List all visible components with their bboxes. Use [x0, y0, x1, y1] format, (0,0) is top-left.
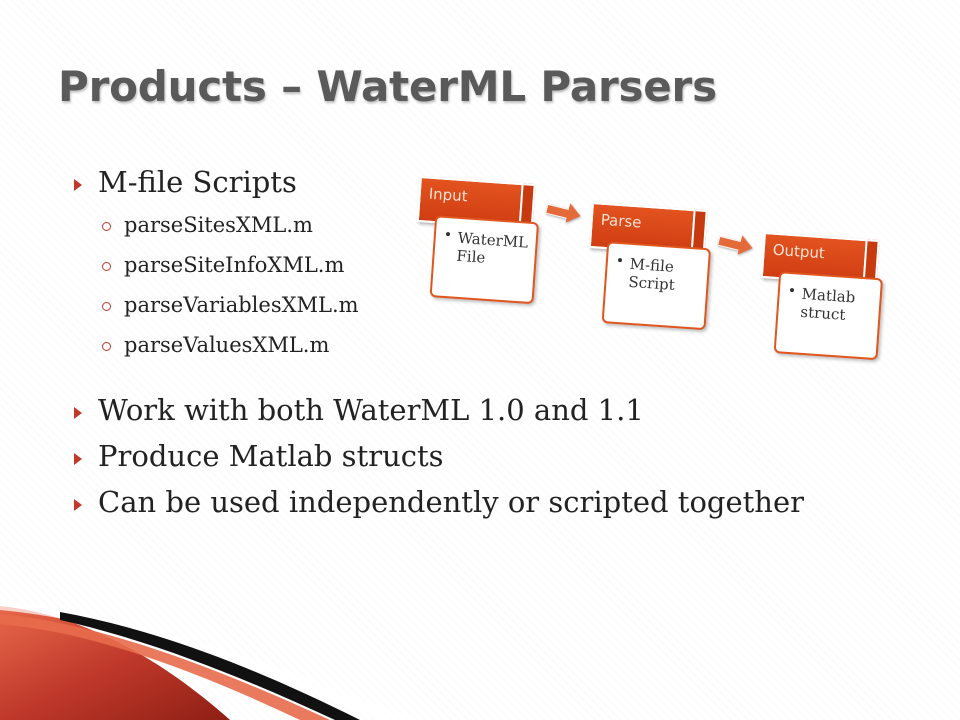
bullet-text: Produce Matlab structs [98, 439, 444, 473]
circle-bullet-icon [102, 262, 111, 271]
bullet-list: M-file Scripts parseSitesXML.m parseSite… [72, 165, 892, 519]
sub-bullet-text: parseSiteInfoXML.m [124, 253, 345, 277]
bullet-item: Work with both WaterML 1.0 and 1.1 [72, 393, 892, 427]
sub-bullet-text: parseValuesXML.m [124, 333, 330, 357]
bullet-item: Produce Matlab structs [72, 439, 892, 473]
bullet-arrow-icon [74, 453, 82, 465]
circle-bullet-icon [102, 342, 111, 351]
bullet-text: Work with both WaterML 1.0 and 1.1 [98, 393, 644, 427]
circle-bullet-icon [102, 302, 111, 311]
sub-bullet-list: parseSitesXML.m parseSiteInfoXML.m parse… [72, 205, 892, 365]
circle-bullet-icon [102, 222, 111, 231]
bullet-item: M-file Scripts [72, 165, 892, 199]
sub-bullet-item: parseVariablesXML.m [100, 285, 892, 325]
sub-bullet-item: parseSiteInfoXML.m [100, 245, 892, 285]
bullet-text: M-file Scripts [98, 165, 297, 199]
sub-bullet-text: parseVariablesXML.m [124, 293, 359, 317]
slide-title: Products – WaterML Parsers [58, 62, 717, 111]
bullet-arrow-icon [74, 179, 82, 191]
sub-bullet-text: parseSitesXML.m [124, 213, 313, 237]
bullet-arrow-icon [74, 407, 82, 419]
sub-bullet-item: parseSitesXML.m [100, 205, 892, 245]
sub-bullet-item: parseValuesXML.m [100, 325, 892, 365]
bullet-item: Can be used independently or scripted to… [72, 485, 892, 519]
bullet-text: Can be used independently or scripted to… [98, 485, 804, 519]
bullet-arrow-icon [74, 499, 82, 511]
